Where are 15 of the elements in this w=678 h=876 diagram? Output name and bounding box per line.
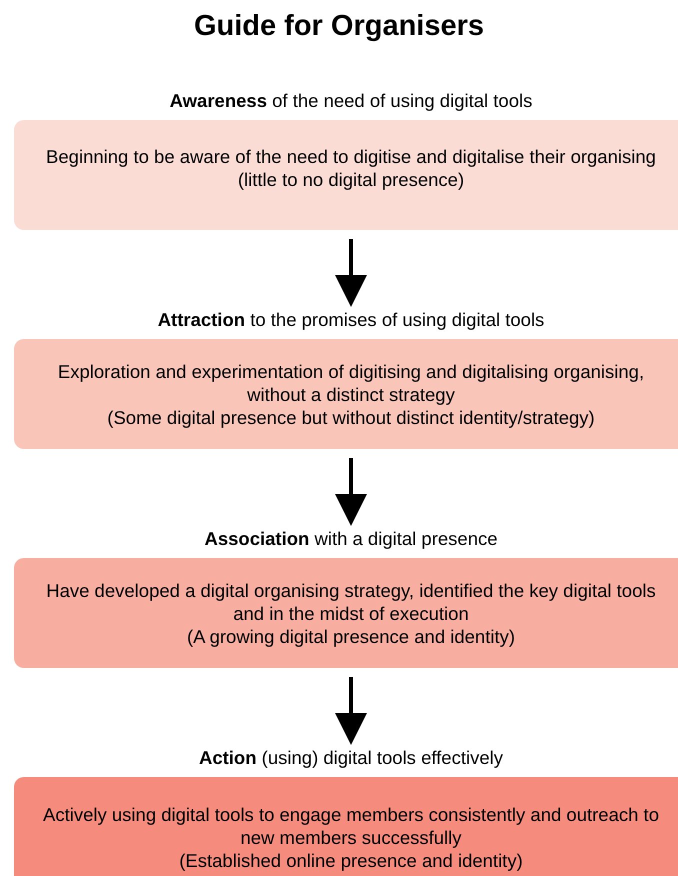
stage-heading: Association with a digital presence (204, 527, 498, 551)
stage-note: (Established online presence and identity) (179, 848, 523, 872)
stage-description: Exploration and experimentation of digitising and digitalising organising, without a distinct strategy (56, 360, 646, 406)
arrow (335, 677, 367, 745)
stage-description: Have developed a digital organising strategy, identified the key digital tools and in the midst of execution (45, 578, 657, 624)
stage-note: (Some digital presence but without distinct identity/strategy) (107, 406, 595, 428)
stage-heading: Awareness of the need of using digital tools (170, 89, 532, 113)
arrow (335, 458, 367, 526)
stage-note: (A growing digital presence and identity) (186, 624, 516, 648)
stage-description: Beginning to be aware of the need to digitise and digitalise their organising (little to no digital presence) (45, 145, 657, 191)
arrow (335, 239, 367, 307)
stage-heading: Action (using) digital tools effectively (198, 746, 503, 770)
diagram-title: Guide for Organisers (192, 10, 486, 43)
stage-heading: Attraction to the promises of using digital tools (158, 308, 544, 332)
stage-description: Actively using digital tools to engage members consistently and outreach to new members successfully (42, 802, 660, 848)
